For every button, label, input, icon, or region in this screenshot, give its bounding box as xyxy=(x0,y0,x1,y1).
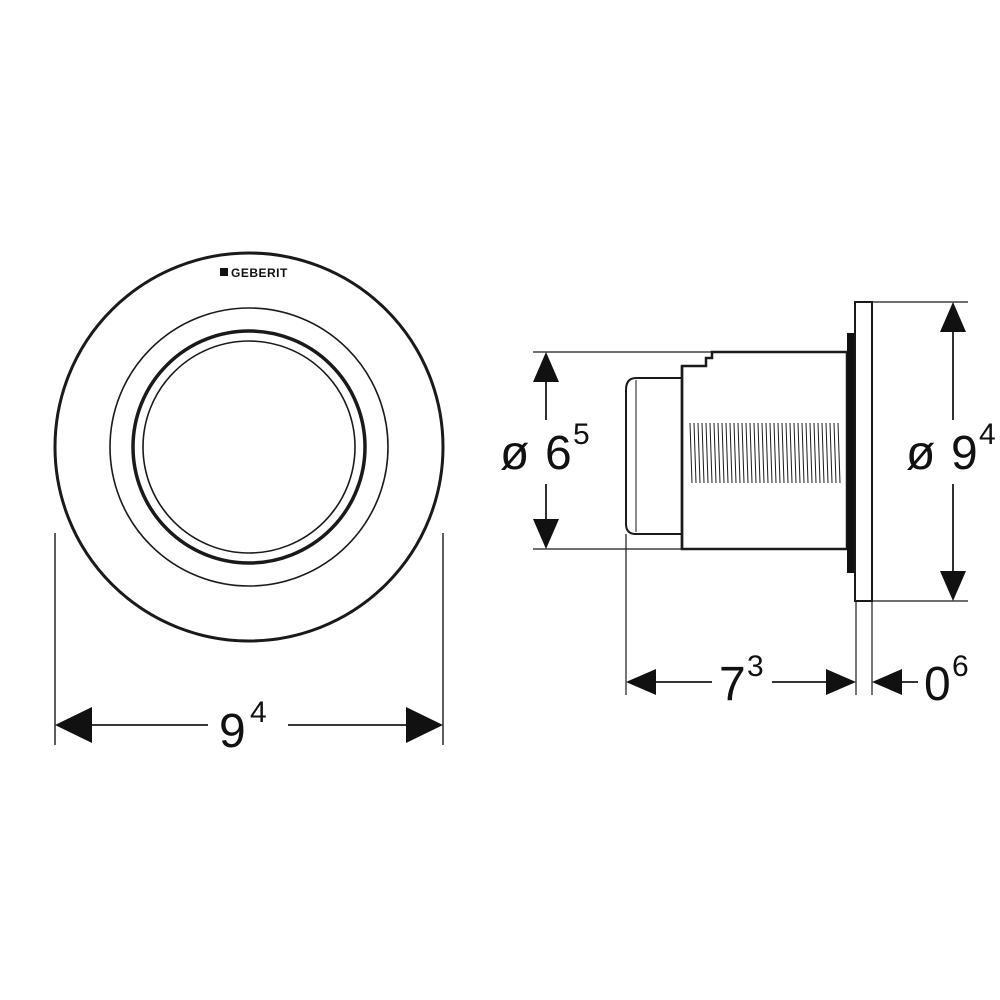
logo-text: GEBERIT xyxy=(231,266,288,280)
depth-value: 7 xyxy=(719,658,746,711)
plate-thickness-dimension: 0 6 xyxy=(872,650,969,711)
depth-dimension: 7 3 xyxy=(626,650,856,711)
inner-diameter-symbol: ø xyxy=(500,427,529,480)
depth-exponent: 3 xyxy=(747,650,764,683)
inner-diameter-dimension: ø 6 5 xyxy=(500,352,590,549)
cover-plate xyxy=(854,301,873,602)
arrow-down-icon xyxy=(533,519,559,549)
logo-square-icon xyxy=(220,268,228,276)
arrow-left-icon xyxy=(872,669,902,695)
button-outer-ring xyxy=(131,329,367,565)
front-view: GEBERIT 9 4 xyxy=(53,251,445,758)
inner-diameter-exponent: 5 xyxy=(573,418,590,451)
side-view: ø 6 5 ø 9 4 7 3 0 6 xyxy=(500,301,996,711)
outer-diameter-dimension: ø 9 4 xyxy=(906,302,996,601)
geberit-logo: GEBERIT xyxy=(220,266,288,280)
gasket xyxy=(847,333,856,573)
cap-outline xyxy=(625,377,682,535)
push-button-cap xyxy=(625,377,682,535)
outer-diameter-symbol: ø xyxy=(906,427,935,480)
arrow-left-icon xyxy=(55,707,92,743)
front-width-exponent: 4 xyxy=(250,696,267,729)
plate-exponent: 6 xyxy=(952,650,969,683)
arrow-right-icon xyxy=(826,669,856,695)
inner-diameter-value: 6 xyxy=(545,427,572,480)
button-face xyxy=(142,340,356,554)
mounting-flange xyxy=(847,301,873,602)
arrow-up-icon xyxy=(533,352,559,382)
plate-value: 0 xyxy=(924,658,951,711)
outer-rim xyxy=(53,251,445,643)
arrow-right-icon xyxy=(406,707,443,743)
outer-diameter-value: 9 xyxy=(951,427,978,480)
front-width-dimension: 9 4 xyxy=(55,696,443,758)
actuator-body xyxy=(680,350,849,551)
arrow-left-icon xyxy=(626,669,656,695)
arrow-down-icon xyxy=(940,571,966,601)
cover-plate-ring xyxy=(109,307,389,587)
outer-diameter-exponent: 4 xyxy=(979,418,996,451)
front-width-value: 9 xyxy=(219,705,246,758)
arrow-up-icon xyxy=(940,302,966,332)
thread-hatching xyxy=(689,422,841,484)
